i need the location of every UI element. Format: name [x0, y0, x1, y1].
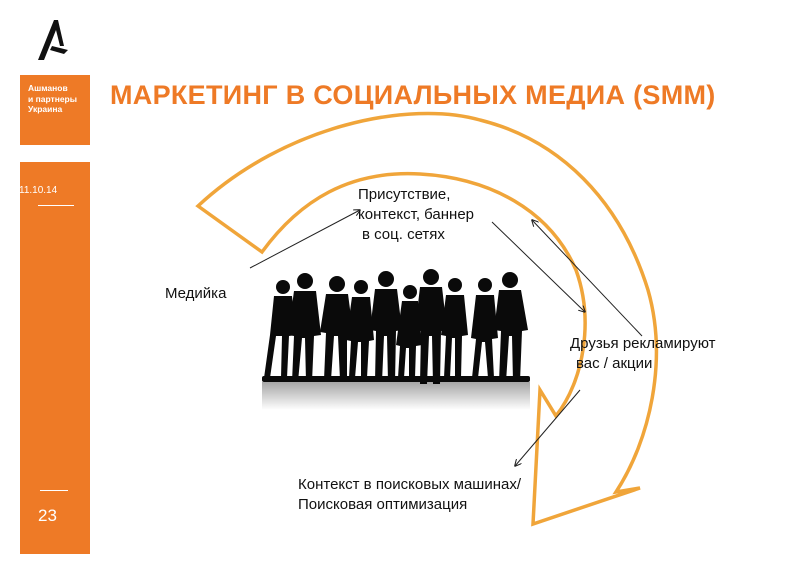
page-number: 23 — [38, 506, 57, 525]
slide-date: 11.10.14 — [19, 185, 58, 196]
person-2 — [288, 273, 321, 382]
page-divider — [40, 490, 68, 491]
slide-title: МАРКЕТИНГ В СОЦИАЛЬНЫХ МЕДИА (SMM) — [110, 80, 716, 110]
person-9 — [471, 278, 498, 378]
brand-line-2: и партнеры — [28, 93, 78, 104]
person-10 — [494, 272, 528, 382]
person-5 — [370, 271, 402, 382]
person-4 — [346, 280, 374, 378]
person-6 — [396, 285, 422, 378]
label-friends: Друзья рекламируют вас / акции — [570, 334, 760, 374]
label-search-line-1: Контекст в поисковых машинах/ — [298, 476, 522, 493]
people-silhouettes-icon — [262, 269, 530, 384]
person-1 — [264, 280, 296, 378]
brand-text: Ашманов и партнеры Украина — [28, 83, 88, 115]
silhouettes-reflection — [262, 382, 530, 410]
date-divider — [38, 205, 74, 206]
label-media: Медийка — [165, 285, 227, 302]
person-8 — [441, 278, 468, 378]
label-presence-line-2: контекст, баннер — [358, 206, 475, 223]
person-3 — [320, 276, 353, 380]
label-friends-line-1: Друзья рекламируют — [570, 335, 716, 352]
label-friends-line-2: вас / акции — [576, 355, 653, 372]
brand-line-3: Украина — [28, 104, 63, 114]
connector-media — [249, 210, 360, 269]
connector-search — [515, 389, 581, 466]
brand-line-1: Ашманов — [28, 83, 68, 93]
label-presence: Присутствие, контекст, баннер в соц. сет… — [358, 185, 508, 245]
connector-presence — [491, 221, 585, 312]
connector-friends — [532, 220, 643, 337]
label-search: Контекст в поисковых машинах/ Поисковая … — [298, 475, 598, 515]
curved-arrow — [195, 111, 659, 527]
label-presence-line-1: Присутствие, — [358, 186, 451, 203]
company-logo-icon — [38, 20, 68, 60]
brand-box: Ашманов и партнеры Украина — [20, 75, 90, 145]
label-presence-line-3: в соц. сетях — [362, 226, 445, 243]
side-bar — [20, 162, 90, 554]
person-7 — [415, 269, 447, 384]
label-search-line-2: Поисковая оптимизация — [298, 496, 468, 513]
